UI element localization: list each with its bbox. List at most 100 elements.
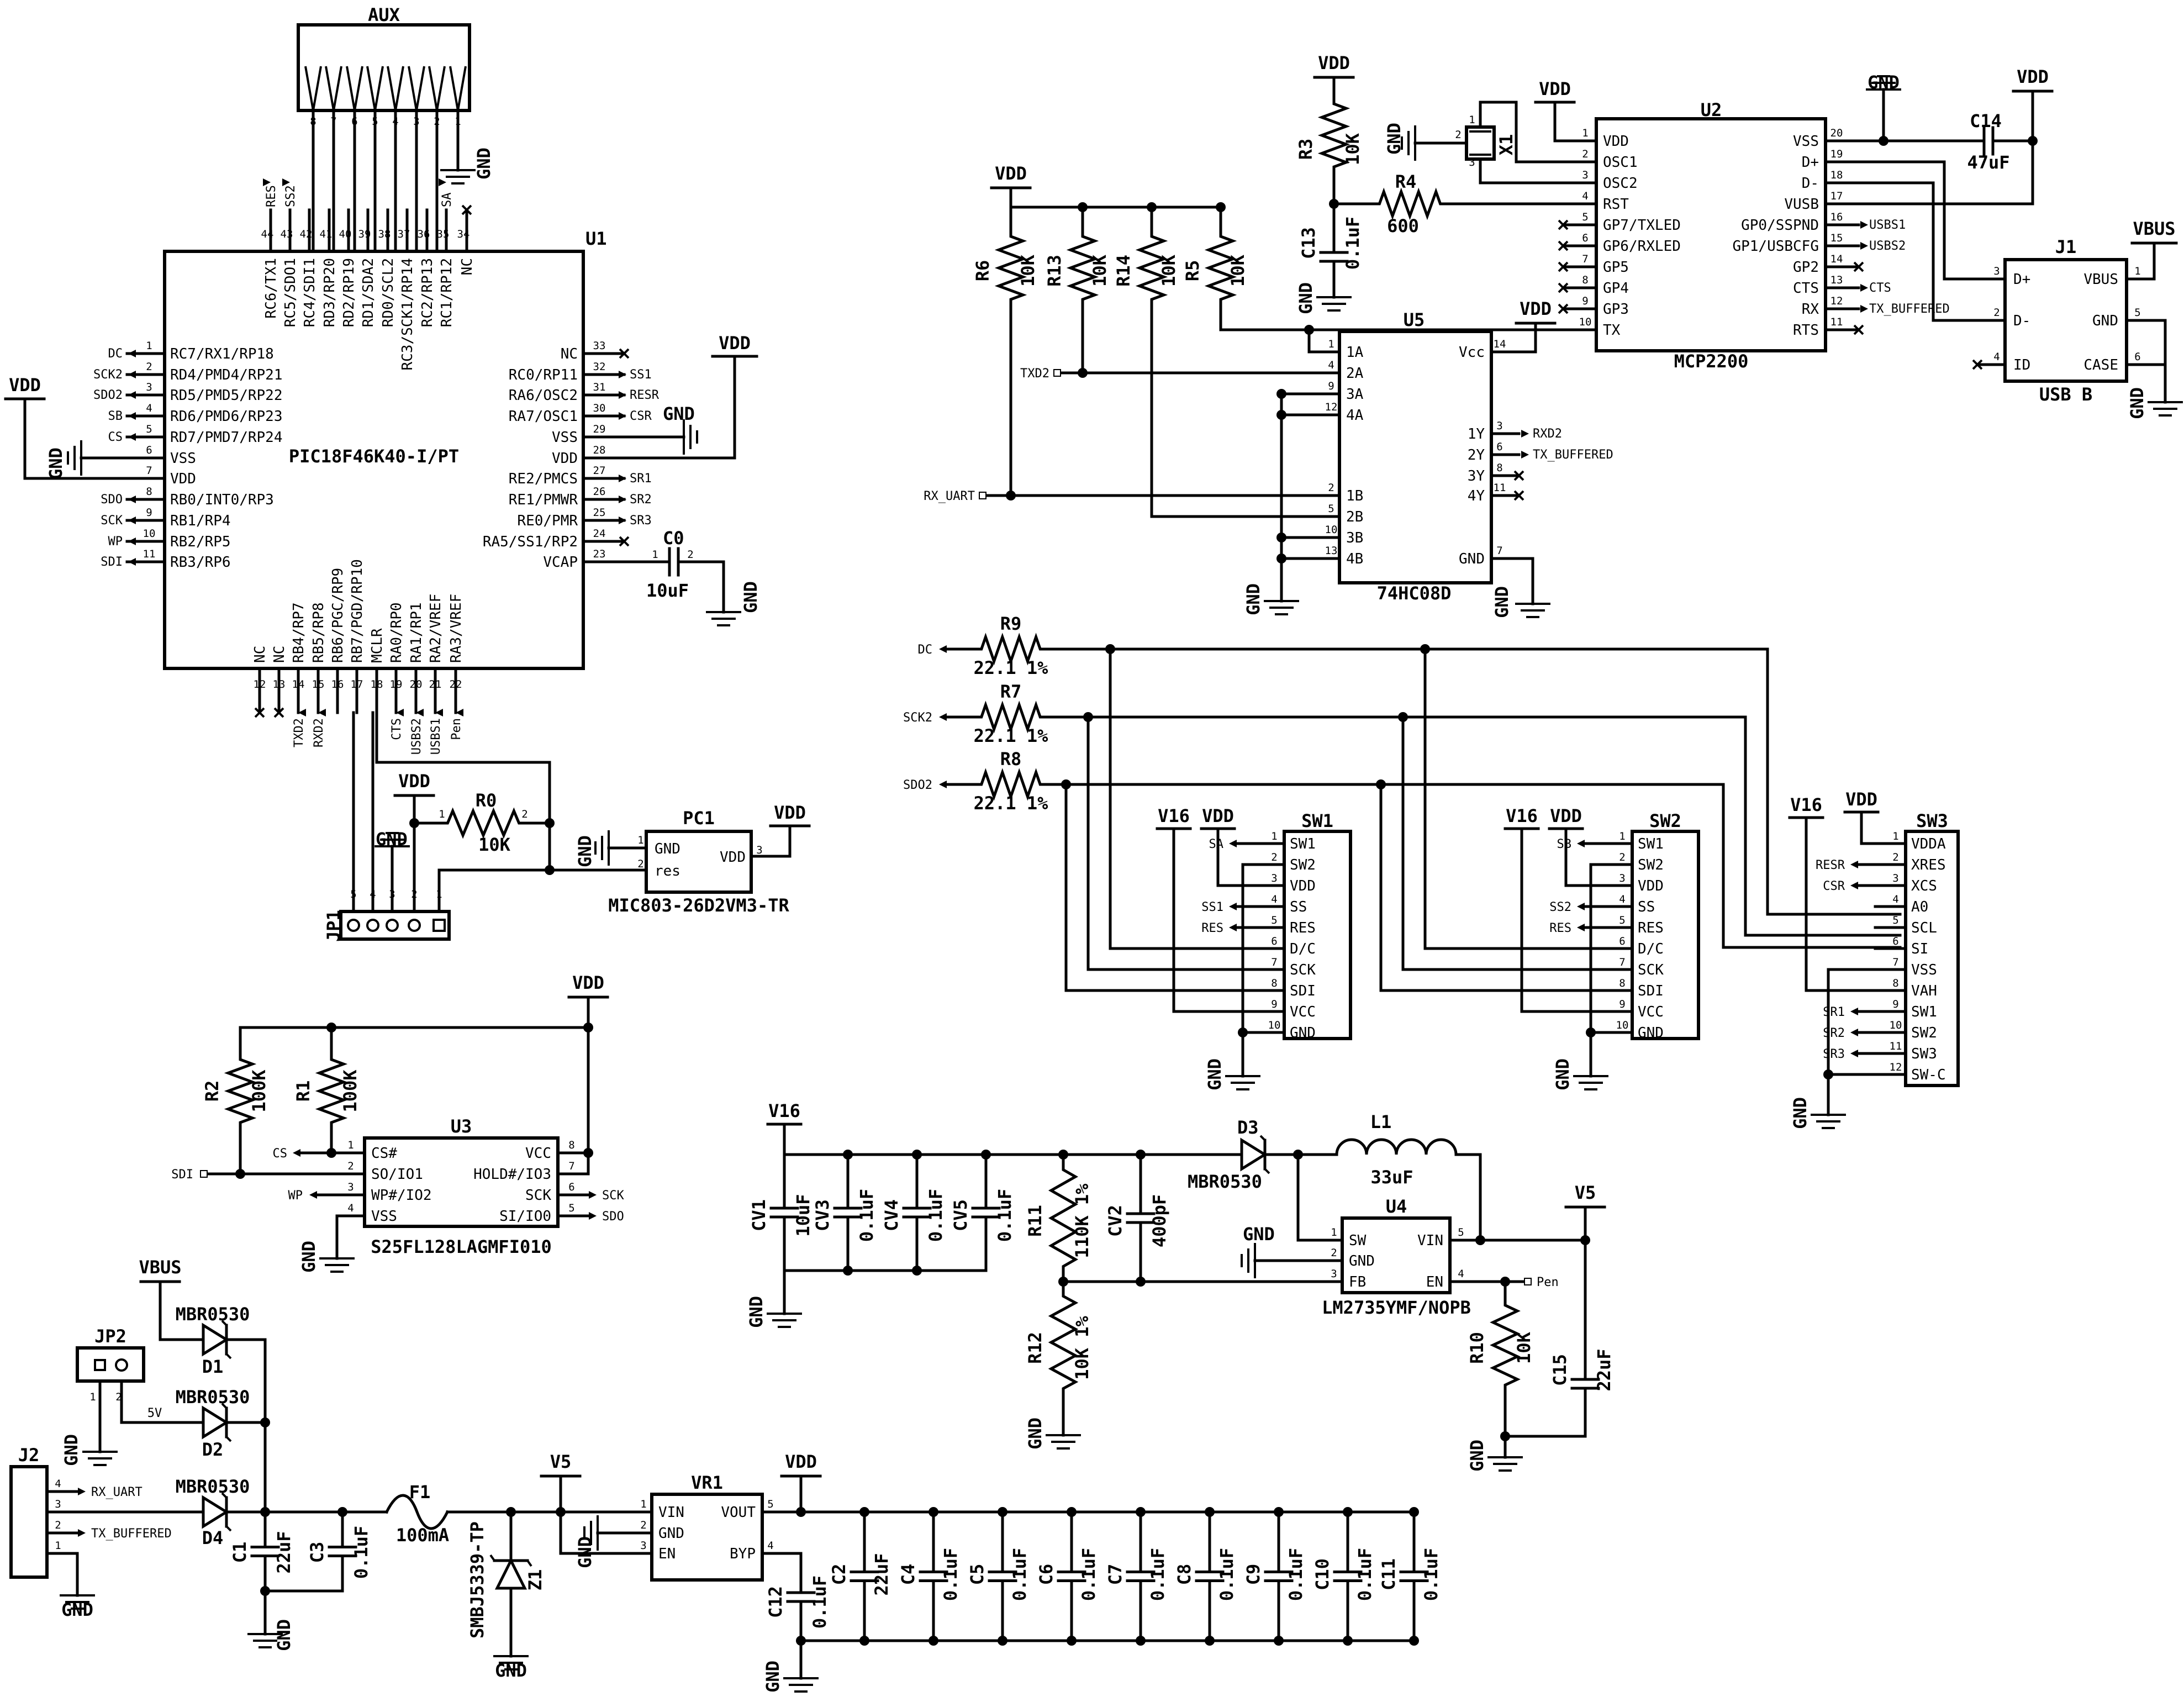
junction-dot — [912, 1266, 922, 1276]
pin-number: 7 — [1271, 956, 1277, 968]
wire — [489, 1554, 495, 1562]
pin-name: RE1/PMWR — [509, 492, 578, 508]
pin-number: 33 — [593, 340, 606, 352]
pin-number: 10 — [1890, 1019, 1902, 1031]
pin-number: 1 — [1331, 1226, 1337, 1239]
capacitor-value: 0.1uF — [1421, 1548, 1442, 1601]
arrow-icon — [1860, 305, 1868, 313]
ground-symbol — [1573, 1059, 1608, 1090]
ground-symbol — [440, 153, 476, 185]
wire — [221, 1320, 228, 1326]
label: V16 — [1790, 794, 1822, 815]
junction-dot — [1276, 410, 1286, 420]
net-label: SS1 — [630, 368, 652, 382]
pin-name: SCK — [1638, 962, 1664, 978]
ground-symbol — [82, 1435, 118, 1466]
u1-pic18f46k40[interactable]: U1PIC18F46K40-I/PT44RC6/TX1RES43RC5/SDO1… — [4, 178, 761, 755]
net-label: Pen — [1537, 1276, 1559, 1289]
j1-ref: J1 — [2055, 236, 2077, 257]
resistor-ref: R5 — [1182, 260, 1203, 282]
arrow-icon — [619, 475, 626, 482]
pin-number: 5 — [568, 1202, 574, 1214]
resistor-symbol — [224, 1048, 257, 1134]
arrow-icon — [128, 558, 136, 566]
capacitor-value: 22uF — [871, 1553, 892, 1595]
pin-number: 12 — [1830, 295, 1843, 307]
capacitor-value: 0.1uF — [925, 1189, 946, 1242]
header-pin — [115, 1358, 128, 1372]
wire — [619, 536, 630, 547]
wire — [1513, 470, 1524, 481]
pin-number: 4 — [1892, 893, 1898, 905]
pin-number: 1 — [347, 1139, 354, 1151]
wire — [1857, 160, 1990, 281]
wire — [1086, 715, 1255, 971]
wire — [225, 1436, 232, 1442]
header-pin — [347, 919, 360, 932]
arrow-icon — [128, 391, 136, 399]
pin-number: 4 — [1619, 893, 1625, 905]
u2-part: MCP2200 — [1674, 351, 1749, 372]
pin-number: 16 — [1830, 211, 1843, 223]
pin-name: SDI — [1638, 983, 1664, 999]
pin-number: 18 — [371, 678, 383, 691]
pin-number: 9 — [1892, 998, 1898, 1010]
pin-name: GND — [1459, 551, 1485, 567]
sw3-body — [1904, 830, 1960, 1087]
pin-name: RB5/RP8 — [310, 602, 327, 663]
junction-dot — [260, 1418, 270, 1427]
label: V5 — [1575, 1182, 1596, 1203]
net-label: SR3 — [630, 514, 652, 528]
wire — [619, 348, 630, 359]
pin-number: 7 — [1582, 253, 1588, 265]
arrow-icon — [1229, 924, 1237, 931]
pin-name: VBUS — [2083, 271, 2118, 288]
pin-name: RC0/RP11 — [509, 367, 578, 383]
u3-ref: U3 — [451, 1116, 472, 1137]
pin-number: 7 — [1496, 545, 1502, 557]
wire — [1401, 715, 1603, 971]
wire — [1317, 92, 1351, 178]
pin-name: A0 — [1911, 899, 1928, 915]
u5-part: 74HC08D — [1377, 583, 1452, 604]
ground-symbol — [2148, 385, 2183, 417]
pin-number: 8 — [568, 1139, 574, 1151]
arrow-icon — [396, 709, 404, 716]
inductor-symbol — [1335, 1138, 1458, 1156]
wire — [1553, 101, 1565, 143]
pin-number: 3 — [1892, 872, 1898, 884]
arrow-icon — [619, 412, 626, 420]
label: VDD — [2017, 66, 2049, 87]
gnd-label: GND — [2127, 387, 2148, 419]
pin-number: 35 — [437, 228, 450, 240]
cv2-ref: CV2 — [1105, 1205, 1126, 1237]
net-label: CSR — [630, 409, 652, 423]
arrow-icon — [1577, 840, 1585, 847]
junction-dot — [1136, 1277, 1146, 1287]
pin-name: RES — [1290, 920, 1316, 936]
resistor-symbol — [970, 768, 1051, 801]
c3-value: 0.1uF — [351, 1526, 372, 1579]
gnd-label: GND — [1025, 1418, 1046, 1450]
c15-ref: C15 — [1549, 1354, 1570, 1386]
pin-name: GP1/USBCFG — [1732, 238, 1819, 255]
wire — [461, 204, 472, 215]
r0-value: 10K — [478, 834, 511, 855]
c3-ref: C3 — [307, 1542, 328, 1563]
pin-name: SW1 — [1638, 836, 1664, 852]
wire — [1857, 139, 2034, 205]
